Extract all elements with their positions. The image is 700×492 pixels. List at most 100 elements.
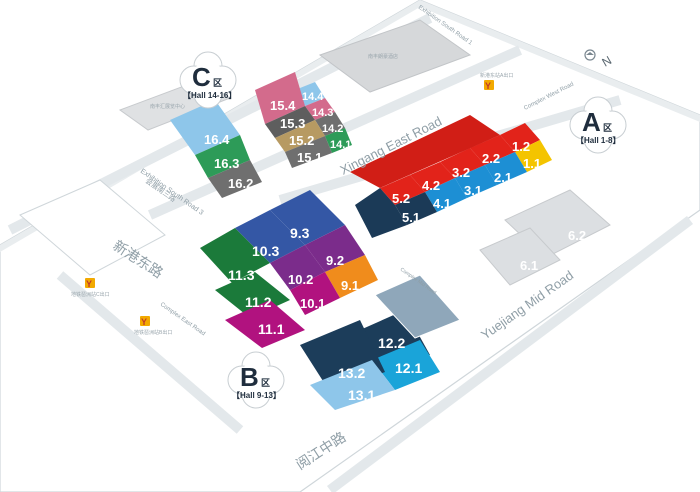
- zone-b-cn: 区: [261, 378, 270, 388]
- hall-a-left-navy: [355, 188, 407, 238]
- hall-16-2[interactable]: [208, 160, 262, 198]
- hall-4-1-label: 4.1: [433, 196, 451, 211]
- hall-3-2[interactable]: [440, 148, 485, 178]
- hall-1-2-label: 1.2: [512, 139, 530, 154]
- zone-a-badge[interactable]: A 区 【Hall 1-8】: [569, 96, 627, 154]
- hall-6-2-label: 6.2: [568, 228, 586, 243]
- hall-12-1-label: 12.1: [395, 360, 422, 376]
- hall-16-2-label: 16.2: [228, 176, 253, 191]
- hall-15-2[interactable]: [275, 120, 325, 152]
- hall-11-1[interactable]: [225, 300, 305, 348]
- hall-5-2[interactable]: [380, 175, 425, 205]
- hall-14-2[interactable]: [315, 112, 345, 136]
- hall-16-3[interactable]: [195, 135, 250, 178]
- zone-a-halls: 【Hall 1-8】: [576, 135, 620, 145]
- hall-9-3[interactable]: [270, 190, 345, 245]
- hall-10-3[interactable]: [235, 210, 305, 263]
- hall-15-4[interactable]: [255, 72, 305, 124]
- compass-icon: [584, 49, 596, 61]
- hall-4-2[interactable]: [410, 162, 455, 192]
- hall-3-1[interactable]: [455, 165, 497, 198]
- hall-15-1[interactable]: [285, 136, 332, 168]
- hall-4-2-label: 4.2: [422, 178, 440, 193]
- building-top-left-label: 南丰汇展览中心: [150, 103, 185, 110]
- hall-10-1[interactable]: [290, 272, 340, 315]
- zone-b-halls: 9.3 10.3 9.2 10.2 9.1 10.1 11.3 11.2 11.…: [200, 190, 461, 410]
- svg-text:Y: Y: [485, 81, 491, 91]
- hall-9-1-label: 9.1: [341, 278, 359, 293]
- hall-3-1-label: 3.1: [464, 183, 482, 198]
- metro-exit-a[interactable]: Y 新港东站A出口: [480, 72, 513, 91]
- hall-10-3-label: 10.3: [252, 243, 279, 259]
- zone-c-halls: 【Hall 14-16】: [183, 90, 236, 100]
- hall-6-1-label: 6.1: [520, 258, 538, 273]
- hall-14-1-label: 14.1: [330, 139, 351, 151]
- zone-c-halls: 14.4 15.4 14.3 15.3 14.2 15.2 14.1 15.1 …: [170, 72, 352, 198]
- metro-exit-c[interactable]: Y 地铁琶洲站C出口: [71, 278, 110, 298]
- building-left-block: [19, 179, 166, 276]
- hall-15-3-label: 15.3: [280, 116, 305, 131]
- hall-9-1[interactable]: [325, 255, 378, 298]
- hall-11-3-label: 11.3: [228, 267, 255, 283]
- b-stacked-block: [374, 274, 461, 339]
- hall-11-3[interactable]: [200, 228, 270, 283]
- zone-b-letter: B: [240, 362, 259, 392]
- hall-9-3-label: 9.3: [290, 225, 310, 241]
- hall-14-3[interactable]: [305, 98, 335, 120]
- hall-13-1[interactable]: [310, 360, 395, 410]
- hall-2-1-label: 2.1: [494, 170, 512, 185]
- hall-15-4-label: 15.4: [270, 98, 296, 113]
- hall-10-2-label: 10.2: [288, 272, 313, 287]
- zone-c-badge[interactable]: C 区 【Hall 14-16】: [179, 51, 237, 109]
- hall-15-2-label: 15.2: [289, 133, 314, 148]
- hall-16-3-label: 16.3: [214, 156, 239, 171]
- zone-a-cn: 区: [603, 123, 612, 133]
- compass-north-label: N: [600, 53, 615, 69]
- zone-c-letter: C: [192, 62, 211, 92]
- metro-icon: [140, 316, 150, 326]
- hall-13-2-label: 13.2: [338, 365, 365, 381]
- svg-text:Y: Y: [86, 279, 92, 289]
- hall-12-1[interactable]: [372, 340, 440, 390]
- hall-13-1-label: 13.1: [348, 387, 375, 403]
- hall-15-1-label: 15.1: [297, 150, 322, 165]
- metro-icon: [85, 278, 95, 288]
- hall-14-1[interactable]: [325, 128, 352, 153]
- hall-2-2[interactable]: [470, 135, 515, 165]
- building-right-block-2: [479, 227, 561, 286]
- hall-5-2-label: 5.2: [392, 191, 410, 206]
- hall-1-1-label: 1.1: [523, 156, 541, 171]
- hall-14-4-label: 14.4: [302, 91, 324, 103]
- hall-12-2-label: 12.2: [378, 335, 405, 351]
- hall-16-4[interactable]: [170, 100, 240, 155]
- zone-a-letter: A: [582, 107, 601, 137]
- zone-a-halls: 1.2 1.1 2.2 2.1 3.2 3.1 4.2 4.1 5.2 5.1 …: [350, 115, 586, 273]
- hall-14-3-label: 14.3: [312, 107, 333, 119]
- hotel-label: 南丰朗豪酒店: [368, 53, 398, 60]
- hall-14-2-label: 14.2: [322, 123, 343, 135]
- hall-15-3[interactable]: [265, 106, 315, 138]
- hotel-building: [318, 19, 472, 93]
- hall-1-1[interactable]: [515, 140, 552, 172]
- zone-c-cn: 区: [213, 78, 222, 88]
- zone-b-badge[interactable]: B 区 【Hall 9-13】: [227, 351, 285, 409]
- hall-3-2-label: 3.2: [452, 165, 470, 180]
- hall-9-2[interactable]: [305, 225, 365, 272]
- metro-exit-c-label: 地铁琶洲站C出口: [71, 291, 110, 298]
- hall-1-2[interactable]: [500, 123, 540, 152]
- metro-exit-b-label: 地铁琶洲站B出口: [134, 329, 172, 336]
- hall-10-2[interactable]: [270, 245, 325, 290]
- hall-2-1[interactable]: [485, 152, 527, 185]
- zone-b-halls: 【Hall 9-13】: [232, 390, 281, 400]
- hall-4-1[interactable]: [425, 178, 467, 212]
- metro-icon: [484, 80, 494, 90]
- hall-2-2-label: 2.2: [482, 151, 500, 166]
- hall-5-1-label: 5.1: [402, 210, 420, 225]
- hall-9-2-label: 9.2: [326, 253, 344, 268]
- hall-5-1[interactable]: [395, 192, 437, 225]
- hall-10-1-label: 10.1: [300, 296, 325, 311]
- hall-11-2-label: 11.2: [245, 294, 272, 310]
- metro-exit-b[interactable]: Y 地铁琶洲站B出口: [134, 316, 172, 336]
- hall-a-upper-red: [350, 115, 500, 188]
